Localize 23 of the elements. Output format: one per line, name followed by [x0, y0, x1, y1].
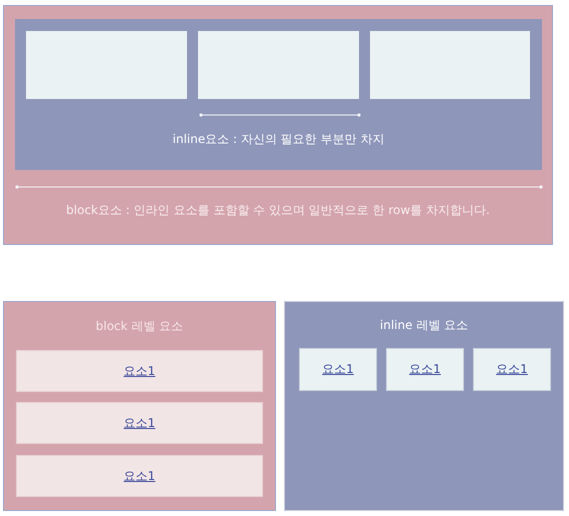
inline-element-box: [198, 31, 359, 99]
panel-caption: block요소 : 인라인 요소를 포함할 수 있으며 일반적으로 한 row를 차지합니다.: [66, 202, 490, 219]
block-element-box: [16, 402, 263, 444]
element-label: 요소1: [409, 361, 441, 378]
inline-level-panel: [284, 301, 564, 511]
block-element-box: [16, 455, 263, 497]
block-element-box: [16, 350, 263, 392]
inline-element-box: [26, 31, 187, 99]
outer-block-panel: [3, 5, 553, 245]
element-label: 요소1: [124, 362, 156, 380]
inline-area-panel: [15, 19, 542, 170]
panel-title: block 레벨 요소: [96, 318, 184, 335]
panel-caption: inline요소 : 자신의 필요한 부분만 차지: [172, 131, 384, 148]
element-label: 요소1: [124, 468, 156, 484]
inline-element-box: [370, 31, 530, 99]
inline-element-box: [299, 348, 377, 391]
inline-element-box: [473, 348, 551, 391]
element-label: 요소1: [322, 361, 354, 378]
block-level-panel: [3, 301, 276, 511]
inline-element-box: [386, 348, 464, 391]
element-label: 요소1: [124, 414, 156, 432]
panel-title: inline 레벨 요소: [380, 317, 468, 334]
element-label: 요소1: [496, 361, 528, 378]
